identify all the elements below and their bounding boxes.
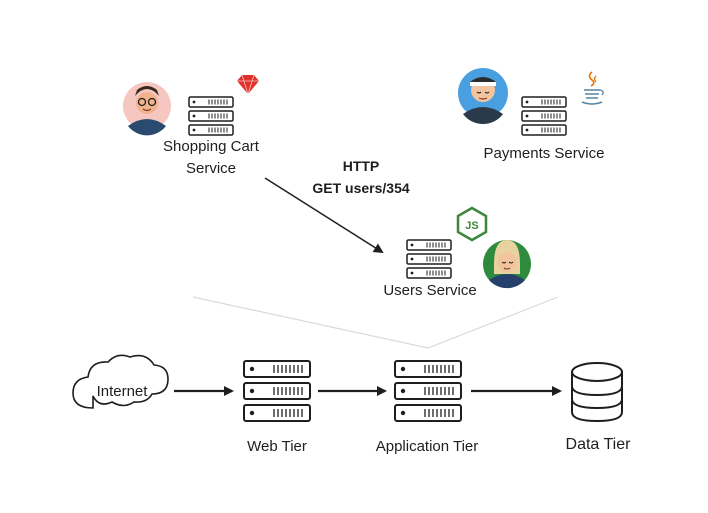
payments-service-label: Payments Service bbox=[483, 145, 605, 162]
shopping-cart-label-line1: Shopping Cart bbox=[163, 138, 259, 155]
server-icon bbox=[406, 239, 452, 279]
shopping-cart-label-line2: Service bbox=[185, 160, 237, 177]
ruby-icon bbox=[237, 74, 259, 96]
server-icon bbox=[188, 96, 234, 136]
nodejs-icon: JS bbox=[456, 206, 488, 242]
shopping-cart-label: Shopping Cart Service bbox=[145, 136, 277, 180]
server-icon bbox=[394, 360, 462, 422]
data-tier-label: Data Tier bbox=[565, 436, 631, 453]
http-call-label: GET users/354 bbox=[312, 180, 410, 196]
server-icon bbox=[243, 360, 311, 422]
developer-avatar bbox=[123, 82, 171, 136]
cloud-icon bbox=[72, 354, 169, 409]
web-tier-label: Web Tier bbox=[247, 438, 307, 455]
users-service-label: Users Service bbox=[383, 282, 477, 299]
developer-avatar bbox=[483, 240, 531, 289]
internet-label: Internet bbox=[96, 383, 148, 400]
server-icon bbox=[521, 96, 567, 136]
application-tier-label: Application Tier bbox=[375, 438, 479, 455]
developer-avatar bbox=[458, 68, 508, 124]
java-icon bbox=[581, 71, 604, 105]
database-icon bbox=[571, 362, 623, 423]
svg-text:JS: JS bbox=[465, 220, 478, 232]
grouping-bracket bbox=[192, 296, 559, 349]
http-request-arrow bbox=[264, 177, 384, 254]
http-protocol-label: HTTP bbox=[342, 158, 380, 174]
